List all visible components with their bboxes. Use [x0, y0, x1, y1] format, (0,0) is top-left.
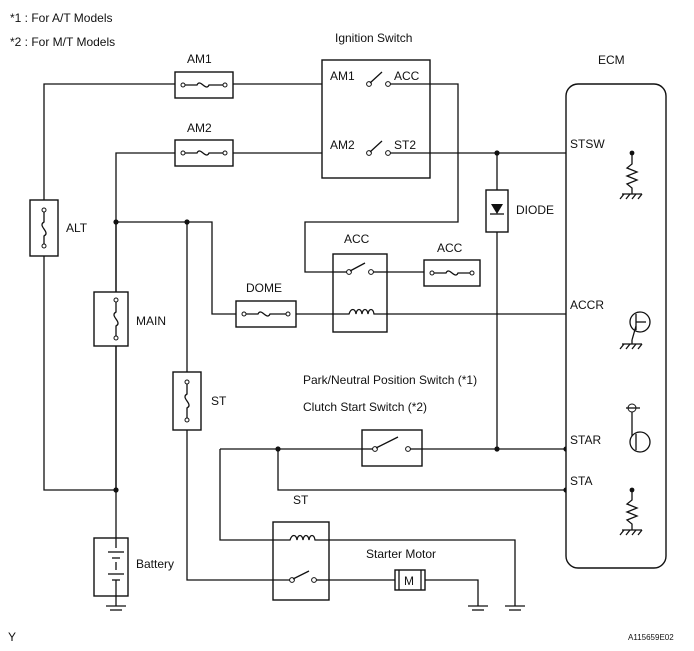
clutch-switch-label: Clutch Start Switch (*2)	[303, 400, 427, 414]
am1-fuse-label: AM1	[187, 52, 212, 66]
wires	[43, 83, 650, 606]
dome-label: DOME	[246, 281, 282, 295]
motor-symbol: M	[404, 574, 414, 588]
acc-relay: ACC	[332, 232, 388, 333]
ecm: ECM STSW ACCR STAR STA	[565, 53, 667, 569]
am2-fuse-label: AM2	[187, 121, 212, 135]
acc-fuse-label: ACC	[437, 241, 463, 255]
alt-label: ALT	[66, 221, 88, 235]
am1-fuse: AM1	[174, 52, 234, 99]
ignition-switch: Ignition Switch AM1 ACC AM2 ST2	[321, 31, 431, 179]
diode-label: DIODE	[516, 203, 554, 217]
ecm-label: ECM	[598, 53, 625, 67]
ig-acc-label: ACC	[394, 69, 420, 83]
corner-mark-left: Y	[8, 630, 16, 644]
ground-symbols	[106, 605, 525, 611]
st-fuse: ST	[172, 371, 227, 431]
acc-relay-label: ACC	[344, 232, 370, 246]
star-label: STAR	[570, 433, 601, 447]
start-switch: Park/Neutral Position Switch (*1) Clutch…	[303, 373, 477, 467]
figure-id: A115659E02	[628, 633, 674, 642]
battery-label: Battery	[136, 557, 174, 571]
ig-st2-label: ST2	[394, 138, 416, 152]
sta-label: STA	[570, 474, 592, 488]
note-mt-models: *2 : For M/T Models	[10, 35, 115, 49]
st-relay: ST	[272, 493, 330, 601]
main-label: MAIN	[136, 314, 166, 328]
starter-motor-label: Starter Motor	[366, 547, 436, 561]
accr-label: ACCR	[570, 298, 604, 312]
am2-fuse: AM2	[174, 121, 234, 167]
dome-fuse: DOME	[235, 281, 297, 328]
note-at-models: *1 : For A/T Models	[10, 11, 113, 25]
ig-am2-label: AM2	[330, 138, 355, 152]
ig-am1-label: AM1	[330, 69, 355, 83]
ignition-switch-label: Ignition Switch	[335, 31, 412, 45]
st-fuse-label: ST	[211, 394, 227, 408]
alt-fuse: ALT	[29, 199, 88, 257]
battery: Battery	[93, 537, 174, 597]
stsw-label: STSW	[570, 137, 605, 151]
acc-fuse: ACC	[423, 241, 481, 287]
starter-motor: Starter Motor M	[366, 547, 436, 591]
diode: DIODE	[485, 189, 554, 233]
main-fuse: MAIN	[93, 291, 166, 347]
st-relay-label: ST	[293, 493, 309, 507]
pnp-switch-label: Park/Neutral Position Switch (*1)	[303, 373, 477, 387]
